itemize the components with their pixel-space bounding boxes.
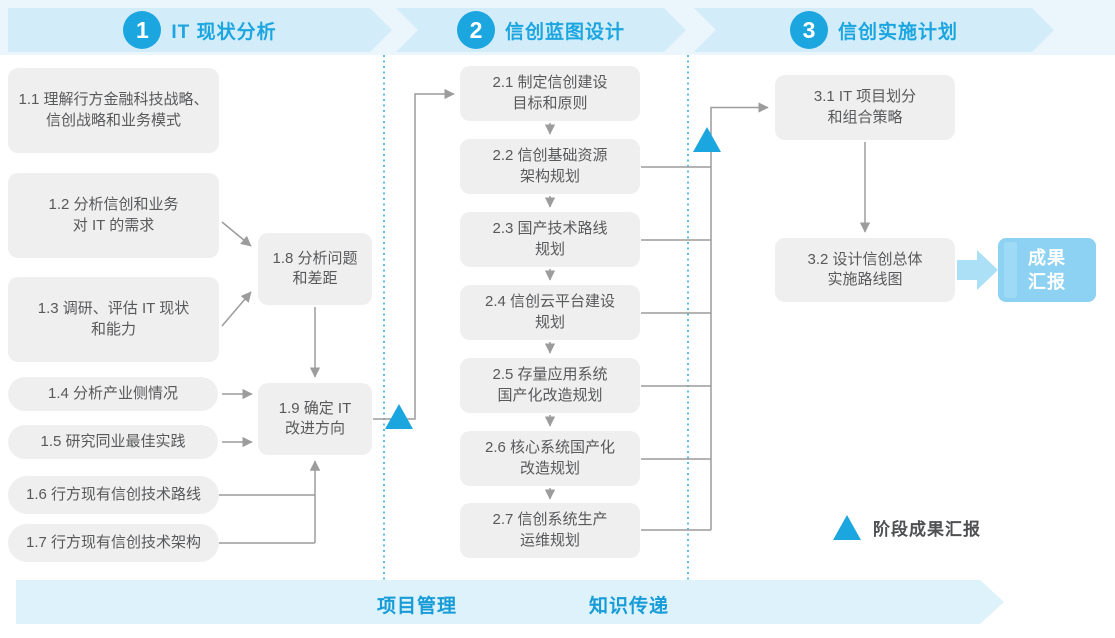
result-report-box: 成果 汇报 [998,238,1096,302]
milestone-triangle-icon [693,127,721,152]
legend-triangle-icon [833,515,861,540]
phase-3-number-badge: 3 [790,11,828,49]
step-box-1-2: 1.2 分析信创和业务 对 IT 的需求 [8,173,219,258]
step-box-1-3: 1.3 调研、评估 IT 现状 和能力 [8,277,219,362]
step-box-3-2: 3.2 设计信创总体 实施路线图 [775,238,955,302]
bottom-banner [16,580,1004,624]
step-box-1-6: 1.6 行方现有信创技术路线 [8,476,219,514]
step-box-1-4: 1.4 分析产业侧情况 [8,377,218,411]
step-box-3-1: 3.1 IT 项目划分 和组合策略 [775,75,955,140]
phase-2-number-badge: 2 [457,11,495,49]
legend-label: 阶段成果汇报 [873,520,981,539]
step-box-2-6: 2.6 核心系统国产化 改造规划 [460,431,640,486]
step-box-1-5: 1.5 研究同业最佳实践 [8,425,218,459]
phase-banner-1: 1 IT 现状分析 [8,8,392,52]
step-box-2-2: 2.2 信创基础资源 架构规划 [460,139,640,194]
result-box-left-strip [1004,242,1017,298]
phase-banner-2: 2 信创蓝图设计 [396,8,686,52]
step-box-1-7: 1.7 行方现有信创技术架构 [8,524,219,562]
step-box-2-1: 2.1 制定信创建设 目标和原则 [460,66,640,121]
step-box-2-5: 2.5 存量应用系统 国产化改造规划 [460,358,640,413]
phase-1-number-badge: 1 [123,11,161,49]
phase-1-title: IT 现状分析 [171,21,277,43]
bottom-label-knowledge-transfer: 知识传递 [589,596,670,617]
phase-3-title: 信创实施计划 [837,21,958,43]
step-box-2-4: 2.4 信创云平台建设 规划 [460,285,640,340]
legend: 阶段成果汇报 [833,515,981,540]
step-box-1-9: 1.9 确定 IT 改进方向 [258,383,372,455]
step-box-1-8: 1.8 分析问题 和差距 [258,233,372,305]
thick-result-arrow [957,250,998,290]
step-box-1-1: 1.1 理解行方金融科技战略、 信创战略和业务模式 [8,68,219,153]
result-box-label: 成果 汇报 [1028,247,1066,292]
bottom-label-project-management: 项目管理 [377,596,458,617]
milestone-triangle-icon [385,404,413,429]
phase-2-title: 信创蓝图设计 [504,21,625,43]
step-box-2-7: 2.7 信创系统生产 运维规划 [460,503,640,558]
phase-banner-3: 3 信创实施计划 [694,8,1054,52]
step-box-2-3: 2.3 国产技术路线 规划 [460,212,640,267]
